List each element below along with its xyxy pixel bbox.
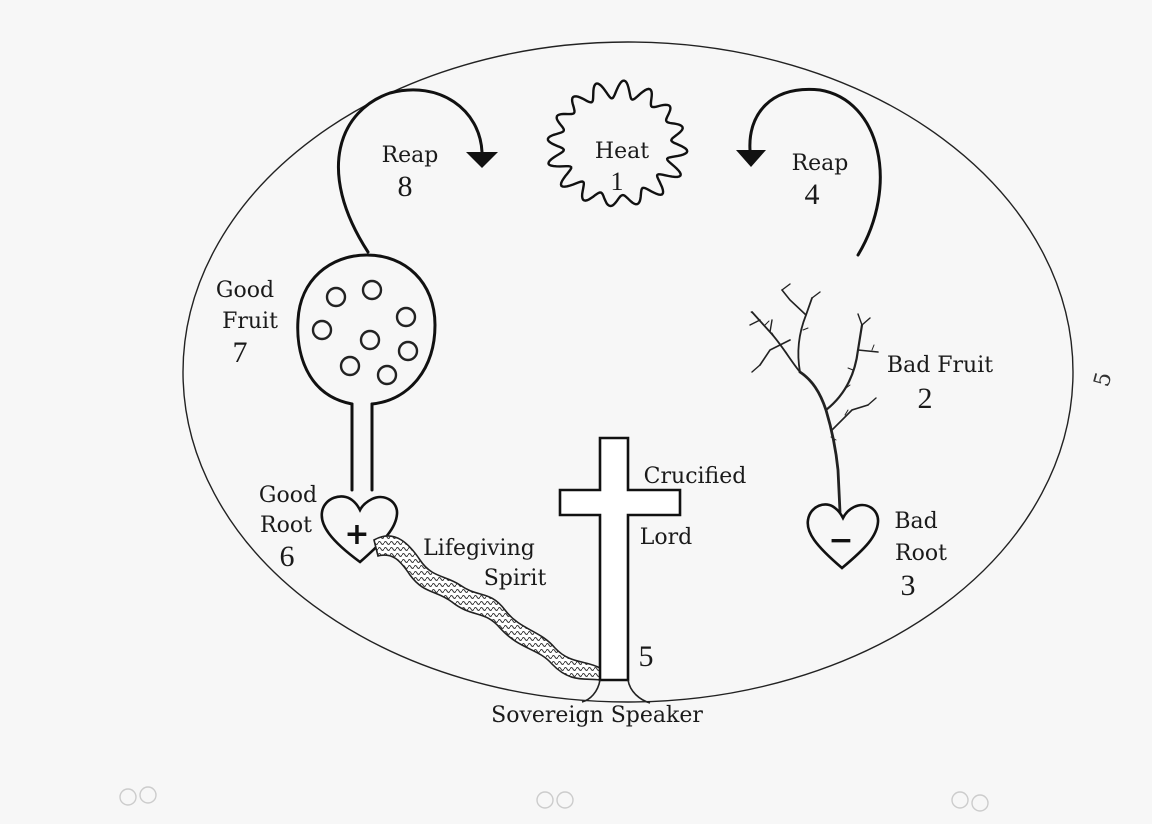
good-root-sign: +: [344, 517, 369, 552]
bad-root-sign: −: [828, 523, 853, 558]
spirit-label-2: Spirit: [484, 566, 547, 591]
cross-number: 5: [639, 640, 654, 673]
bad-root-number: 3: [901, 569, 916, 602]
reap-left-arrow-icon: [336, 88, 498, 254]
enclosing-ellipse: [182, 41, 1074, 703]
good-root-label-2: Root: [260, 513, 312, 538]
spirit-label-1: Lifegiving: [423, 536, 535, 561]
cross-icon: [558, 436, 682, 704]
heat-label: Heat: [595, 139, 649, 164]
margin-page-mark: 5: [1090, 370, 1118, 390]
good-fruit-label-2: Fruit: [222, 309, 278, 334]
sun-icon: [546, 79, 689, 208]
bad-fruit-label: Bad Fruit: [887, 353, 993, 378]
bad-root-label-2: Root: [895, 541, 947, 566]
speaker-label: Sovereign Speaker: [491, 703, 703, 728]
cross-label-2: Lord: [640, 525, 692, 550]
reap-left-label: Reap: [382, 143, 439, 168]
reap-right-label: Reap: [792, 151, 849, 176]
good-fruit-label-1: Good: [216, 278, 274, 303]
good-fruit-tree-icon: [296, 253, 437, 492]
reap-right-number: 4: [805, 178, 820, 211]
good-root-heart-icon: [320, 495, 399, 564]
bad-fruit-number: 2: [918, 382, 933, 415]
good-fruit-number: 7: [233, 336, 248, 369]
bad-root-heart-icon: [806, 503, 880, 570]
binder-holes: [119, 786, 989, 812]
reap-left-number: 8: [398, 170, 413, 203]
good-root-number: 6: [280, 540, 295, 573]
reap-right-arrow-icon: [736, 87, 882, 257]
bad-fruit-tree-icon: [749, 283, 879, 514]
heat-number: 1: [611, 167, 624, 196]
cross-label-1: Crucified: [644, 464, 747, 489]
bad-root-label-1: Bad: [894, 509, 937, 534]
good-root-label-1: Good: [259, 483, 317, 508]
